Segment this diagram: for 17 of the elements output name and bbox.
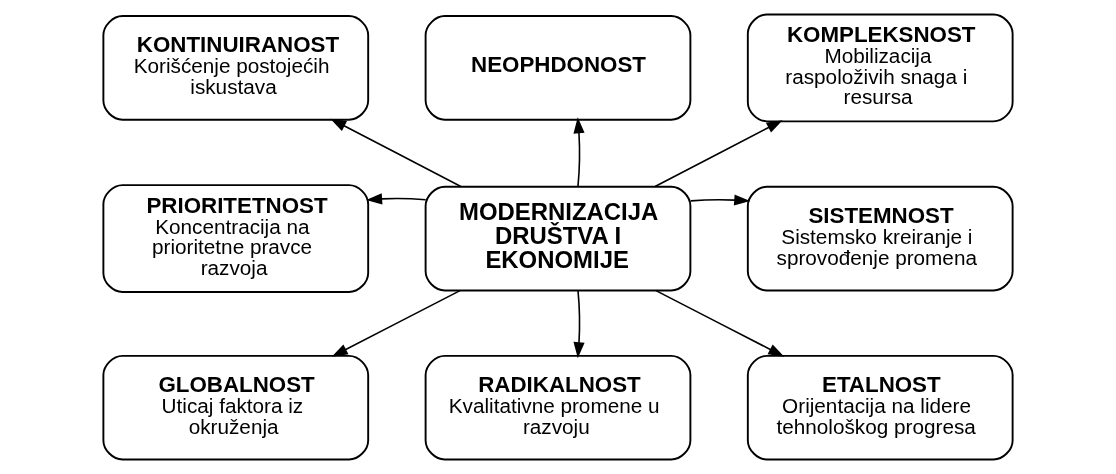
arrow xyxy=(573,290,585,359)
node-box: KONTINUIRANOST Korišćenje postojećih iskustava xyxy=(102,15,370,121)
arrow xyxy=(330,118,462,188)
arrow xyxy=(654,120,783,188)
arrow xyxy=(655,289,785,357)
node-box: ETALNOST Orijentacija na lidere tehnološkog progresa xyxy=(746,354,1014,461)
arrow xyxy=(573,117,585,187)
node-box: PRIORITETNOST Koncentracija na prioritetne pravce razvoja xyxy=(102,184,370,293)
node-box: RADIKALNOST Kvalitativne promene u razvoju xyxy=(424,354,692,461)
node-box: GLOBALNOST Uticaj faktora iz okruženja xyxy=(102,354,370,461)
node-box: NEOPHDONOST xyxy=(424,15,692,121)
node-box: KOMPLEKSNOST Mobilizacija raspoloživih snaga i resursa xyxy=(746,13,1014,123)
arrow xyxy=(690,194,751,206)
node-box: MODERNIZACIJA DRUŠTVA I EKONOMIJE xyxy=(424,185,692,292)
node-box: SISTEMNOST Sistemsko kreiranje i sprovođenje promena xyxy=(746,185,1014,292)
arrow xyxy=(366,193,427,205)
arrow xyxy=(331,289,461,357)
